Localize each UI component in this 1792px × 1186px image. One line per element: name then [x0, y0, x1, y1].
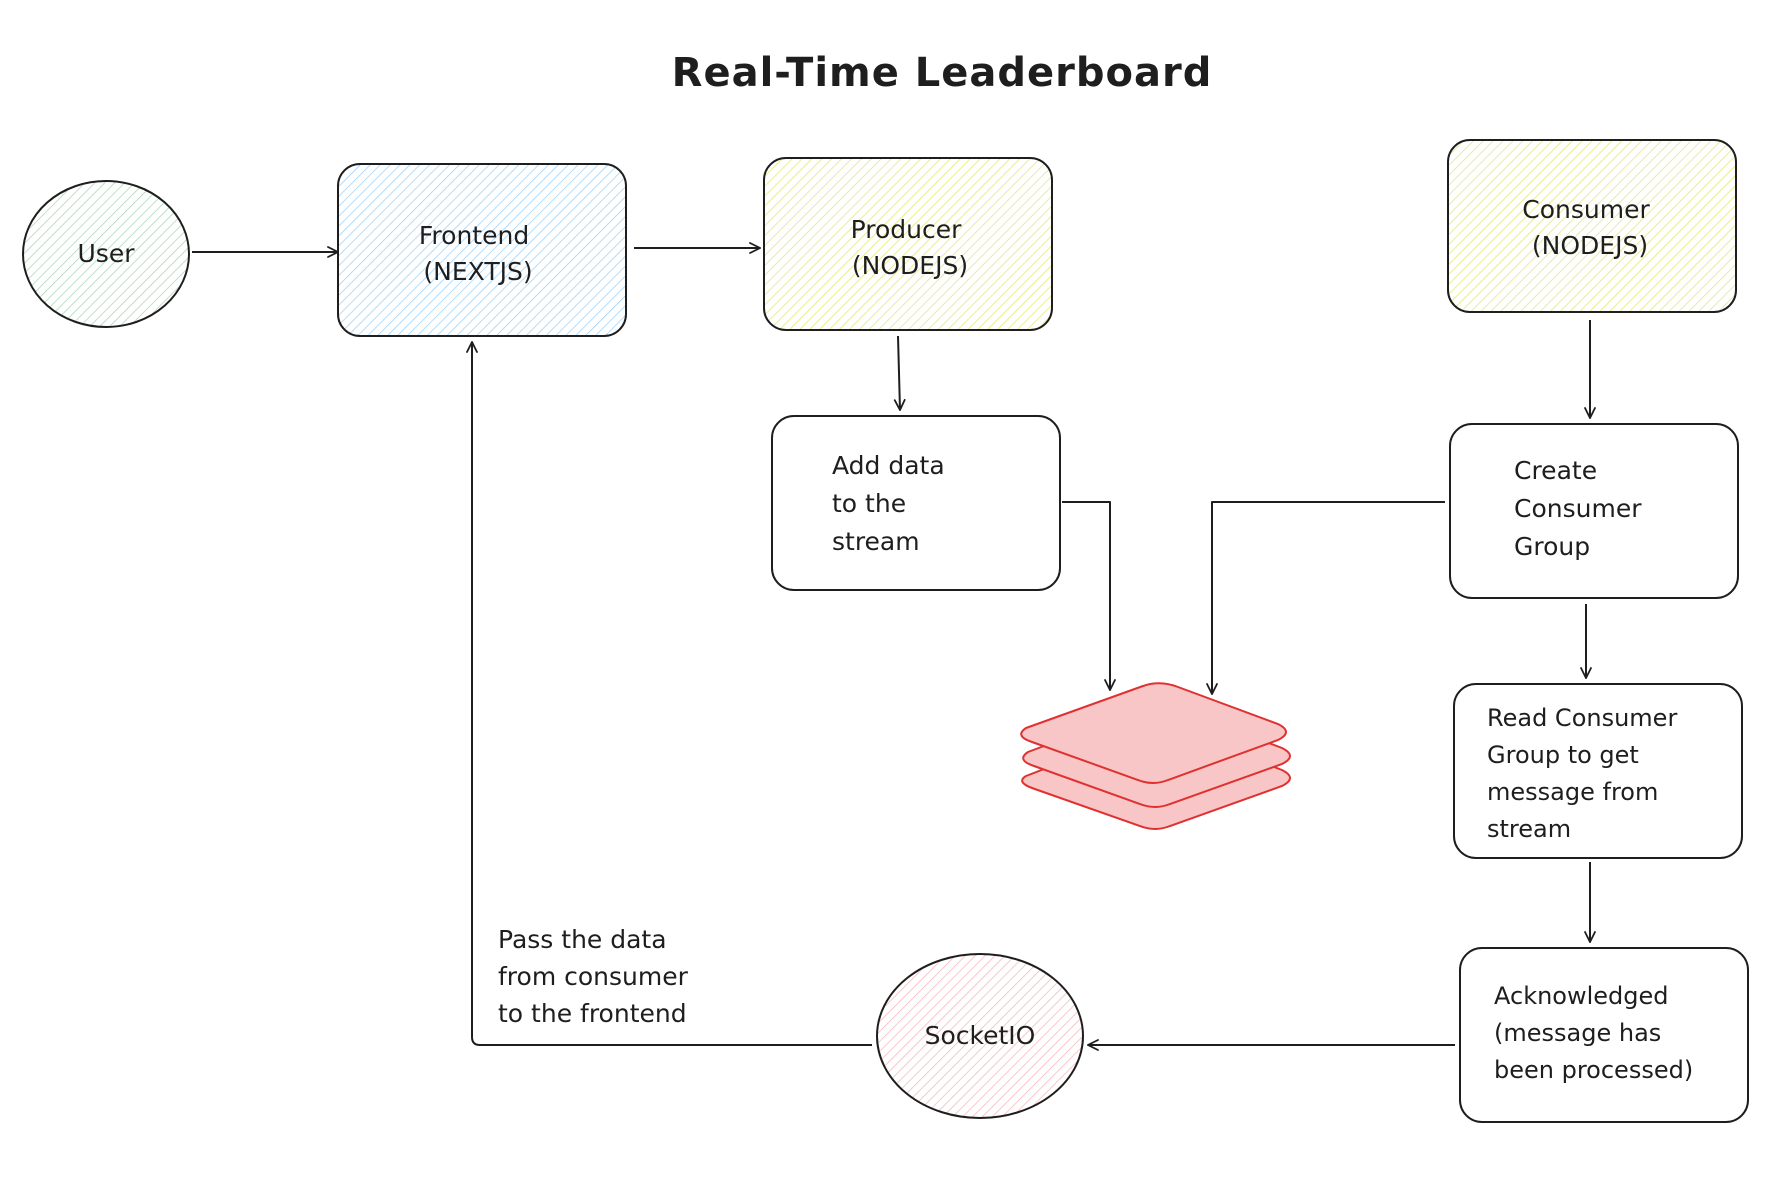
node-add-data-label-1: Add data: [832, 451, 945, 480]
node-create-group-label-1: Create: [1514, 456, 1597, 485]
node-read-group-label-2: Group to get: [1487, 741, 1639, 769]
node-read-group-shape: [1453, 683, 1743, 859]
node-create-group-label-3: Group: [1514, 532, 1590, 561]
node-consumer[interactable]: Consumer (NODEJS): [1447, 139, 1737, 313]
edge-label-pass-data: Pass the data from consumer to the front…: [498, 925, 696, 1028]
edge-socketio-to-frontend: [472, 342, 872, 1046]
node-producer-label-1: Producer: [851, 215, 963, 244]
svg-text:Acknowledged (message ha: Acknowledged (message has been processed…: [1494, 982, 1693, 1084]
svg-text:Create Consumer Gr: Create Consumer Group: [1514, 456, 1649, 561]
svg-text:Consumer (NODEJS): Consumer (NODEJS): [1522, 195, 1657, 260]
node-acknowledged[interactable]: Acknowledged (message has been processed…: [1459, 947, 1749, 1123]
edge-producer-to-add-data: [898, 335, 900, 410]
node-add-data[interactable]: Add data to the stream: [771, 415, 1061, 591]
edge-label-line-1: Pass the data: [498, 925, 667, 954]
svg-text:SocketIO: SocketIO: [925, 1021, 1036, 1050]
stream-layer-top: [1020, 682, 1287, 784]
node-add-data-shape: [771, 415, 1061, 591]
svg-text:Frontend (NEXTJS): Frontend (NEXTJS): [419, 221, 537, 286]
node-acknowledged-shape: [1459, 947, 1749, 1123]
edge-add-data-to-stream: [1062, 501, 1110, 690]
edge-create-group-to-stream: [1212, 501, 1445, 694]
node-create-group-label-2: Consumer: [1514, 494, 1642, 523]
node-producer-shape: [763, 157, 1053, 331]
node-frontend-label-2: (NEXTJS): [423, 257, 532, 286]
node-read-group-label-4: stream: [1487, 815, 1571, 843]
node-user-label: User: [78, 239, 136, 268]
node-frontend[interactable]: Frontend (NEXTJS): [337, 163, 627, 337]
node-frontend-label-1: Frontend: [419, 221, 529, 250]
stack-layers-icon: [1020, 682, 1291, 830]
node-user-shape: [22, 180, 190, 328]
node-acknowledged-label-3: been processed): [1494, 1056, 1693, 1084]
node-consumer-label-2: (NODEJS): [1532, 231, 1648, 260]
node-create-group[interactable]: Create Consumer Group: [1449, 423, 1739, 599]
node-read-group[interactable]: Read Consumer Group to get message from …: [1453, 683, 1743, 859]
node-consumer-label-1: Consumer: [1522, 195, 1650, 224]
edge-label-line-3: to the frontend: [498, 999, 687, 1028]
node-socketio[interactable]: SocketIO: [876, 953, 1084, 1119]
svg-text:Read Consumer Group to g: Read Consumer Group to get message from …: [1487, 704, 1685, 843]
svg-text:Producer (NODEJS): Producer (NODEJS): [851, 215, 970, 280]
edges: [192, 248, 1590, 1045]
node-acknowledged-label-1: Acknowledged: [1494, 982, 1669, 1010]
node-frontend-shape: [337, 163, 627, 337]
edge-label-line-2: from consumer: [498, 962, 689, 991]
node-read-group-label-3: message from: [1487, 778, 1658, 806]
node-socketio-shape: [876, 953, 1084, 1119]
svg-text:User: User: [78, 239, 136, 268]
node-create-group-shape: [1449, 423, 1739, 599]
node-read-group-label-1: Read Consumer: [1487, 704, 1677, 732]
diagram-title: Real-Time Leaderboard: [672, 50, 1213, 96]
node-producer-label-2: (NODEJS): [852, 251, 968, 280]
node-consumer-shape: [1447, 139, 1737, 313]
node-add-data-label-2: to the: [832, 489, 906, 518]
node-socketio-label: SocketIO: [925, 1021, 1036, 1050]
node-producer[interactable]: Producer (NODEJS): [763, 157, 1053, 331]
svg-text:Add data to the st: Add data to the stream: [832, 451, 953, 556]
node-user[interactable]: User: [22, 180, 190, 328]
node-acknowledged-label-2: (message has: [1494, 1019, 1661, 1047]
node-add-data-label-3: stream: [832, 527, 920, 556]
